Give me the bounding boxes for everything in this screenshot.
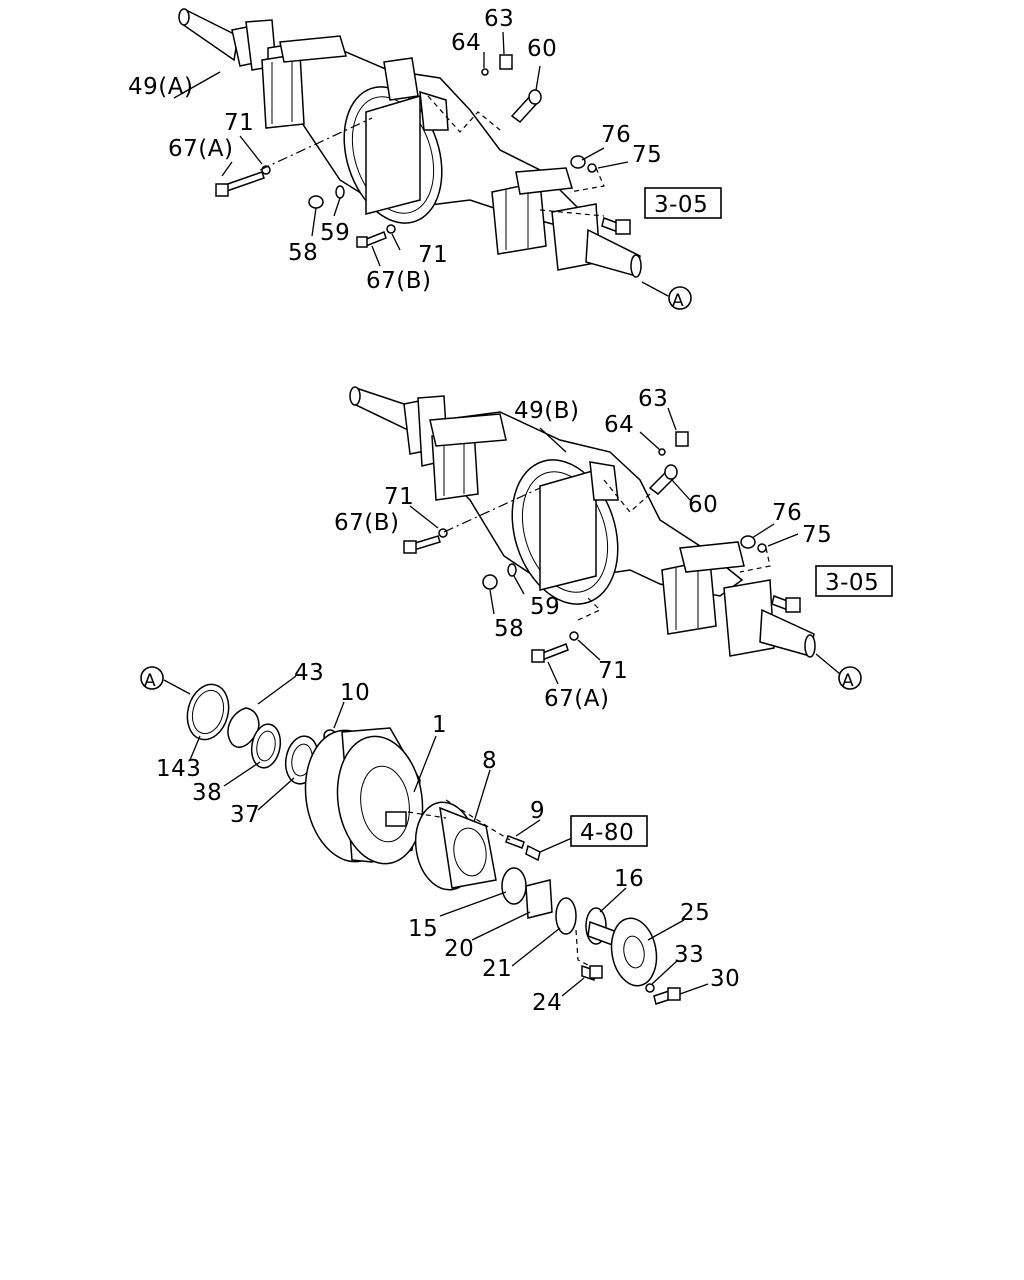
stud-9 bbox=[505, 835, 525, 849]
label-43: 43 bbox=[294, 660, 324, 686]
label-20: 20 bbox=[444, 936, 474, 962]
upper-differential-carrier bbox=[343, 57, 449, 224]
label-63: 63 bbox=[484, 6, 514, 32]
washer-71b-upper bbox=[386, 224, 396, 234]
label-8: 8 bbox=[482, 748, 497, 774]
label-49a: 49(A) bbox=[128, 74, 193, 100]
seal-38 bbox=[250, 723, 282, 769]
nut-58-upper bbox=[308, 195, 324, 209]
label-64: 64 bbox=[604, 412, 634, 438]
label-37: 37 bbox=[230, 802, 260, 828]
label-33: 33 bbox=[674, 942, 704, 968]
label-60: 60 bbox=[688, 492, 718, 518]
label-59: 59 bbox=[320, 220, 350, 246]
label-60: 60 bbox=[527, 36, 557, 62]
upper-left-spring-seat bbox=[261, 35, 347, 129]
nut-76-middle bbox=[740, 535, 756, 549]
label-67b: 67(B) bbox=[366, 268, 432, 294]
ring-143 bbox=[186, 683, 230, 741]
upper-left-spindle bbox=[178, 8, 277, 71]
connector-label: A bbox=[672, 291, 684, 311]
label-75: 75 bbox=[632, 142, 662, 168]
label-67a: 67(A) bbox=[168, 136, 233, 162]
washer-75-upper bbox=[587, 163, 597, 173]
connector-a-hub[interactable]: A bbox=[140, 666, 164, 691]
connector-a-upper[interactable]: A bbox=[668, 286, 692, 311]
label-58: 58 bbox=[288, 240, 318, 266]
flange-25 bbox=[610, 917, 658, 987]
connector-label: A bbox=[144, 671, 156, 691]
label-21: 21 bbox=[482, 956, 512, 982]
label-76: 76 bbox=[601, 122, 631, 148]
label-24: 24 bbox=[532, 990, 562, 1016]
label-30: 30 bbox=[710, 966, 740, 992]
label-67a: 67(A) bbox=[544, 686, 609, 712]
bearing-15 bbox=[501, 867, 527, 905]
washer-71b-middle bbox=[569, 631, 579, 641]
ref-label: 3-05 bbox=[654, 192, 708, 218]
nut-21 bbox=[555, 897, 577, 935]
washer-75-middle bbox=[757, 543, 767, 553]
oring-59-middle bbox=[507, 563, 517, 577]
label-63: 63 bbox=[638, 386, 668, 412]
label-71: 71 bbox=[418, 242, 448, 268]
middle-differential-carrier bbox=[511, 459, 619, 605]
label-16: 16 bbox=[614, 866, 644, 892]
label-9: 9 bbox=[530, 798, 545, 824]
plug-63-upper bbox=[499, 54, 513, 70]
brake-drum-1 bbox=[304, 727, 424, 865]
nut-76-upper bbox=[570, 155, 586, 169]
plug-63-middle bbox=[675, 431, 689, 447]
label-71: 71 bbox=[224, 110, 254, 136]
label-38: 38 bbox=[192, 780, 222, 806]
label-58: 58 bbox=[494, 616, 524, 642]
middle-left-spring-seat bbox=[429, 413, 507, 501]
upper-fasteners bbox=[215, 54, 631, 248]
middle-axle-group: 49(B) 63 64 60 71 67(B) 76 75 58 59 71 6… bbox=[334, 386, 893, 712]
label-143: 143 bbox=[156, 756, 201, 782]
label-25: 25 bbox=[680, 900, 710, 926]
label-49b: 49(B) bbox=[514, 398, 580, 424]
middle-left-spindle bbox=[349, 386, 449, 467]
washer-71-middle bbox=[438, 528, 448, 538]
washer-64-upper bbox=[481, 68, 489, 76]
connector-a-middle[interactable]: A bbox=[838, 666, 862, 691]
label-64: 64 bbox=[451, 30, 481, 56]
label-71: 71 bbox=[598, 658, 628, 684]
upper-right-spring-seat bbox=[491, 167, 573, 255]
label-75: 75 bbox=[802, 522, 832, 548]
ref-box-3-05-middle[interactable]: 3-05 bbox=[815, 565, 893, 597]
label-1: 1 bbox=[432, 712, 447, 738]
collar-20 bbox=[525, 879, 553, 919]
label-76: 76 bbox=[772, 500, 802, 526]
label-10: 10 bbox=[340, 680, 370, 706]
upper-axle-group: 49(A) 63 64 60 71 67(A) 76 75 58 59 71 6… bbox=[128, 6, 722, 311]
label-71: 71 bbox=[384, 484, 414, 510]
ref-label: 4-80 bbox=[580, 820, 634, 846]
washer-64-middle bbox=[658, 448, 666, 456]
middle-fasteners bbox=[403, 431, 801, 663]
hub-assembly-group: A bbox=[140, 660, 740, 1016]
nut-58-middle bbox=[482, 574, 498, 590]
middle-right-spring-seat bbox=[661, 541, 745, 635]
bolt-4-80 bbox=[525, 844, 541, 862]
oring-59-upper bbox=[335, 185, 345, 199]
connector-label: A bbox=[842, 671, 854, 691]
ref-box-4-80[interactable]: 4-80 bbox=[570, 815, 648, 847]
label-59: 59 bbox=[530, 594, 560, 620]
ref-box-3-05-upper[interactable]: 3-05 bbox=[644, 187, 722, 219]
upper-right-spindle bbox=[551, 203, 642, 278]
middle-right-spindle bbox=[723, 579, 816, 658]
ref-label: 3-05 bbox=[825, 570, 879, 596]
label-67b: 67(B) bbox=[334, 510, 400, 536]
washer-33 bbox=[645, 983, 655, 993]
hub-8 bbox=[414, 801, 497, 891]
label-15: 15 bbox=[408, 916, 438, 942]
snap-ring-43 bbox=[227, 707, 260, 748]
